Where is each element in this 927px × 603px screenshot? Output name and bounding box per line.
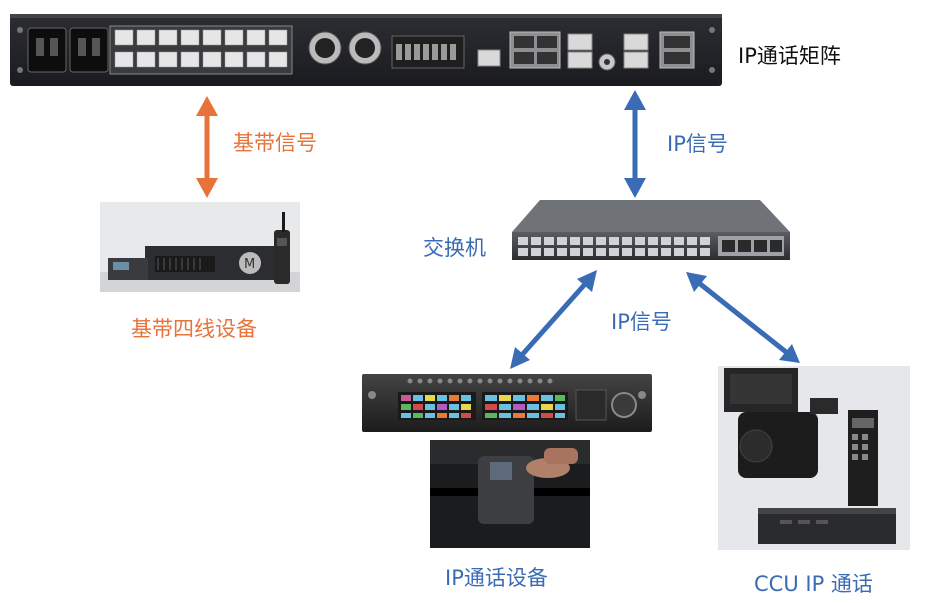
baseband-device-label: 基带四线设备	[131, 317, 257, 341]
network-switch-device	[512, 200, 790, 260]
baseband-signal-label: 基带信号	[233, 131, 317, 155]
ip-signal-label-top: IP信号	[667, 132, 728, 156]
ip-matrix-device	[10, 14, 722, 86]
baseband-signal-arrow	[196, 96, 218, 198]
intercom-key-panel-device	[362, 374, 652, 432]
ip-device-label: IP通话设备	[445, 566, 548, 590]
ip-signal-arrow-right	[686, 272, 800, 363]
ip-signal-arrow-left	[510, 270, 597, 369]
ccu-label: CCU IP 通话	[754, 572, 873, 596]
ccu-camera-photo	[718, 366, 910, 550]
ip-beltpack-photo	[430, 440, 590, 548]
ip-signal-label-bottom: IP信号	[611, 310, 672, 334]
switch-label: 交换机	[423, 236, 486, 260]
ip-signal-arrow-top	[624, 90, 646, 198]
baseband-four-wire-device: M	[100, 202, 300, 292]
ip-matrix-label: IP通话矩阵	[738, 44, 841, 68]
svg-text:M: M	[244, 257, 255, 272]
